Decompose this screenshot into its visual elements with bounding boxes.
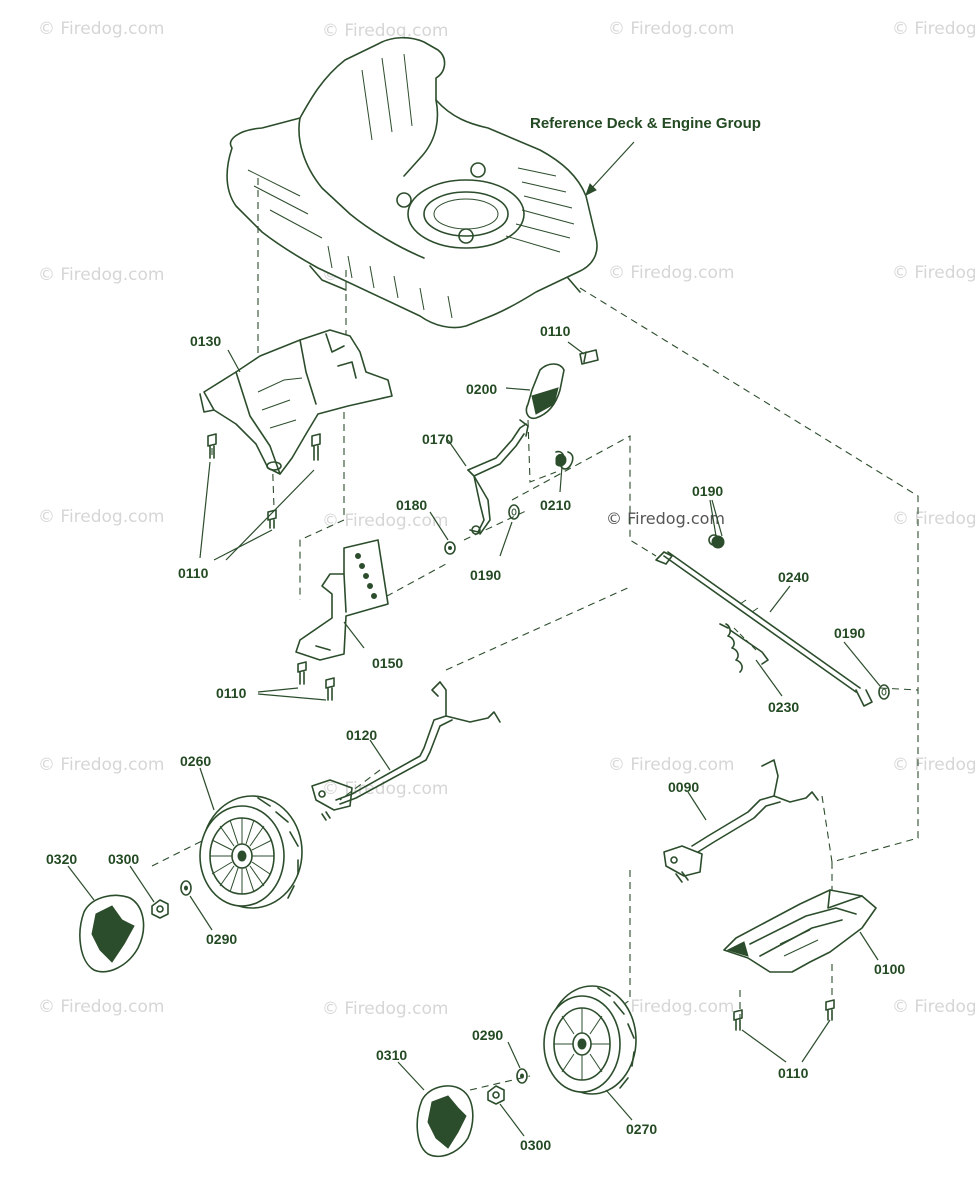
leader-lines xyxy=(67,341,881,1137)
callout-0230: 0230 xyxy=(768,699,799,715)
callout-0190: 0190 xyxy=(834,625,865,641)
part-0310-hubcap xyxy=(416,1085,474,1158)
watermark: © Firedog.com xyxy=(38,507,164,527)
watermark: © Firedog.com xyxy=(608,263,734,283)
screw-0110-knob xyxy=(579,349,599,365)
callout-labels: 0130 0110 0110 0110 0110 0200 0170 0210 … xyxy=(46,323,905,1153)
callout-0300: 0300 xyxy=(108,851,139,867)
part-0300-nut-rear xyxy=(487,1085,505,1105)
callout-0210: 0210 xyxy=(540,497,571,513)
callout-0300: 0300 xyxy=(520,1137,551,1153)
watermark: © Firedog.com xyxy=(608,755,734,775)
watermark: © Firedog.com xyxy=(608,997,734,1017)
screws-0110-rear xyxy=(207,433,321,529)
part-0290-washer-front xyxy=(180,880,192,896)
watermark: © Firedog.com xyxy=(892,755,975,775)
washers-0180-0190 xyxy=(444,504,520,555)
watermark: © Firedog.com xyxy=(608,19,734,39)
part-0290-washer-rear xyxy=(516,1068,528,1084)
watermark: © Firedog.com xyxy=(606,509,725,528)
mower-deck xyxy=(226,36,598,329)
callout-0180: 0180 xyxy=(396,497,427,513)
part-0240-link-rod xyxy=(655,551,873,707)
callout-0270: 0270 xyxy=(626,1121,657,1137)
callout-0120: 0120 xyxy=(346,727,377,743)
callout-0110: 0110 xyxy=(778,1065,809,1081)
callout-0110: 0110 xyxy=(216,685,247,701)
nut-0190-top xyxy=(708,534,725,549)
callout-0110: 0110 xyxy=(540,323,571,339)
watermark: © Firedog.com xyxy=(38,997,164,1017)
screws-0110-bracket xyxy=(297,661,335,701)
washer-0190-rod xyxy=(878,684,890,700)
watermark: © Firedog.com xyxy=(322,511,448,531)
part-0130-rear-cover xyxy=(199,329,393,475)
callout-0110: 0110 xyxy=(178,565,209,581)
part-0260-front-wheel xyxy=(199,795,303,909)
callout-0090: 0090 xyxy=(668,779,699,795)
watermark: © Firedog.com xyxy=(38,19,164,39)
part-0150-height-bracket xyxy=(295,539,389,661)
reference-label: Reference Deck & Engine Group xyxy=(530,115,761,132)
part-0230-spring xyxy=(719,623,769,673)
callout-0200: 0200 xyxy=(466,381,497,397)
callout-0100: 0100 xyxy=(874,961,905,977)
watermark: © Firedog.com xyxy=(322,21,448,41)
deck-reference: Reference Deck & Engine Group xyxy=(530,115,761,197)
part-0090-rear-axle xyxy=(663,759,819,883)
screws-0110-flap xyxy=(733,999,835,1031)
watermark: © Firedog.com xyxy=(38,755,164,775)
watermark: © Firedog.com xyxy=(892,263,975,283)
part-0120-front-axle xyxy=(311,681,501,821)
part-0210-spring xyxy=(555,450,574,470)
part-0200-knob xyxy=(525,363,565,420)
part-0300-nut-front xyxy=(151,899,169,919)
part-0270-rear-wheel xyxy=(543,985,637,1095)
watermark: © Firedog.com xyxy=(892,509,975,529)
watermark: © Firedog.com xyxy=(38,265,164,285)
watermark: © Firedog.com xyxy=(892,19,975,39)
watermark: © Firedog.com xyxy=(322,999,448,1019)
callout-0310: 0310 xyxy=(376,1047,407,1063)
callout-0240: 0240 xyxy=(778,569,809,585)
callout-0290: 0290 xyxy=(206,931,237,947)
callout-0190: 0190 xyxy=(692,483,723,499)
watermark: © Firedog.com xyxy=(892,997,975,1017)
callout-0150: 0150 xyxy=(372,655,403,671)
callout-0130: 0130 xyxy=(190,333,221,349)
part-0320-hubcap xyxy=(79,894,145,973)
callout-0190: 0190 xyxy=(470,567,501,583)
callout-0290: 0290 xyxy=(472,1027,503,1043)
callout-0320: 0320 xyxy=(46,851,77,867)
part-0100-rear-flap xyxy=(723,889,877,973)
callout-0170: 0170 xyxy=(422,431,453,447)
callout-0260: 0260 xyxy=(180,753,211,769)
part-0170-lever xyxy=(467,419,529,535)
